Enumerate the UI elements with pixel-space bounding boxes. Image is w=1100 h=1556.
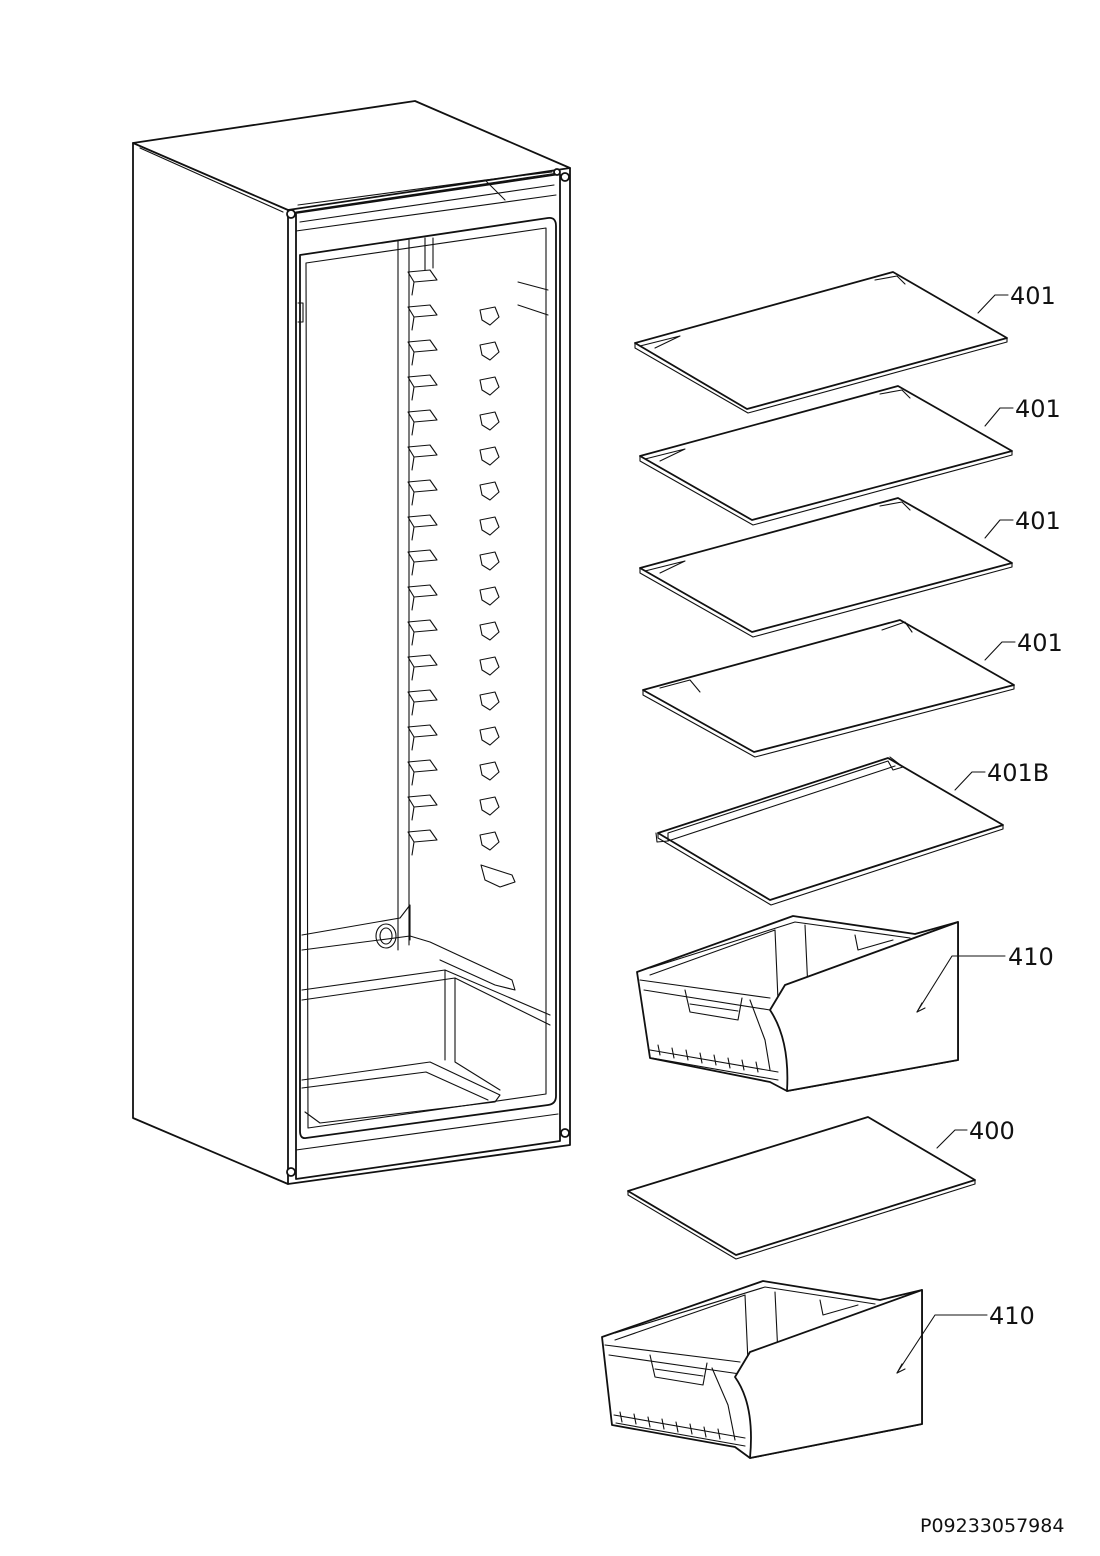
glass-shelf-5[interactable] [655, 756, 1004, 906]
glass-shelf-2[interactable] [639, 385, 1013, 526]
callout-label-shelf-1: 401 [1010, 282, 1056, 310]
callout-label-shelf-4: 401 [1017, 629, 1063, 657]
glass-shelf-3[interactable] [639, 497, 1013, 638]
shelf-rails [407, 269, 438, 856]
crisper-drawer-bottom[interactable] [601, 1280, 923, 1459]
callout-label-drawer-cover: 400 [969, 1117, 1015, 1145]
refrigerator-cabinet [132, 100, 571, 1185]
glass-shelf-4[interactable] [642, 619, 1015, 758]
drawing-code: P09233057984 [920, 1515, 1064, 1537]
glass-shelf-1[interactable] [634, 271, 1008, 414]
drawer-cover-glass[interactable] [627, 1116, 976, 1260]
callout-leaders [896, 294, 1016, 1374]
crisper-drawer-top[interactable] [636, 915, 959, 1092]
shelf-supports [479, 306, 516, 888]
callout-label-shelf-5: 401B [987, 759, 1049, 787]
callout-label-drawer-bottom: 410 [989, 1302, 1035, 1330]
callout-label-shelf-2: 401 [1015, 395, 1061, 423]
callout-label-drawer-top: 410 [1008, 943, 1054, 971]
callout-label-shelf-3: 401 [1015, 507, 1061, 535]
